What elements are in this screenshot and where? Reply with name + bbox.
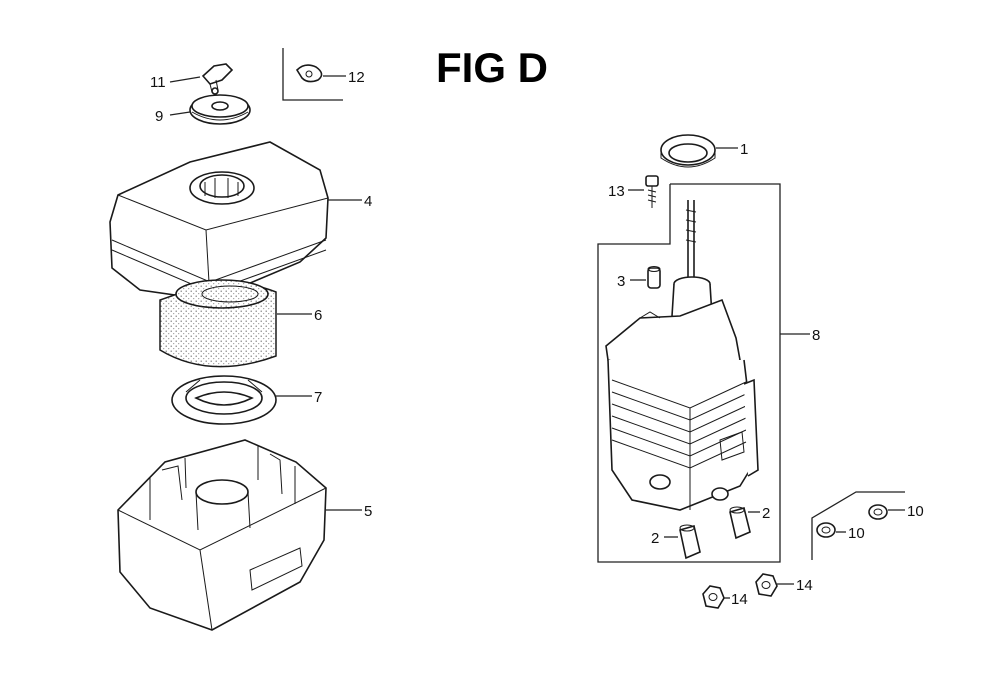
callout-12: 12 [348,69,365,86]
callout-3: 3 [617,273,625,290]
part-10-bracket [811,491,905,560]
leader-11 [169,76,201,83]
figure-title: FIG D [436,44,548,91]
callout-14b: 14 [796,577,813,594]
callout-6: 6 [314,307,322,324]
leader-9 [169,111,191,116]
callout-8: 8 [812,327,820,344]
callout-2b: 2 [651,530,659,547]
callout-10b: 10 [848,525,865,542]
part-14-nut-b [755,573,778,597]
callout-5: 5 [364,503,372,520]
part-8-cylinder-body [605,200,759,511]
part-1-ring-gasket [660,134,716,168]
part-6-foam-filter [159,279,277,368]
callout-2a: 2 [762,505,770,522]
callout-14a: 14 [731,591,748,608]
part-14-nut-a [702,585,725,609]
callout-13: 13 [608,183,625,200]
part-3-dowel-pin [647,266,661,289]
part-10-nut-b [816,522,836,538]
part-13-bolt [645,175,659,208]
part-5-air-cleaner-case [117,439,327,631]
part-2-dowel-pin-a [729,506,751,540]
callout-10a: 10 [907,503,924,520]
part-10-nut-a [868,504,888,520]
callout-9: 9 [155,108,163,125]
part-12-bracket [282,48,343,101]
assembly-8-bracket [597,183,781,563]
callout-4: 4 [364,193,372,210]
part-2-dowel-pin-b [679,524,701,560]
part-9-knob-washer [189,94,251,125]
callout-11: 11 [150,74,166,91]
part-11-wing-bolt [201,63,234,95]
callout-7: 7 [314,389,322,406]
part-4-air-cleaner-cover [109,141,329,301]
part-7-gasket [171,375,277,425]
callout-1: 1 [740,141,748,158]
